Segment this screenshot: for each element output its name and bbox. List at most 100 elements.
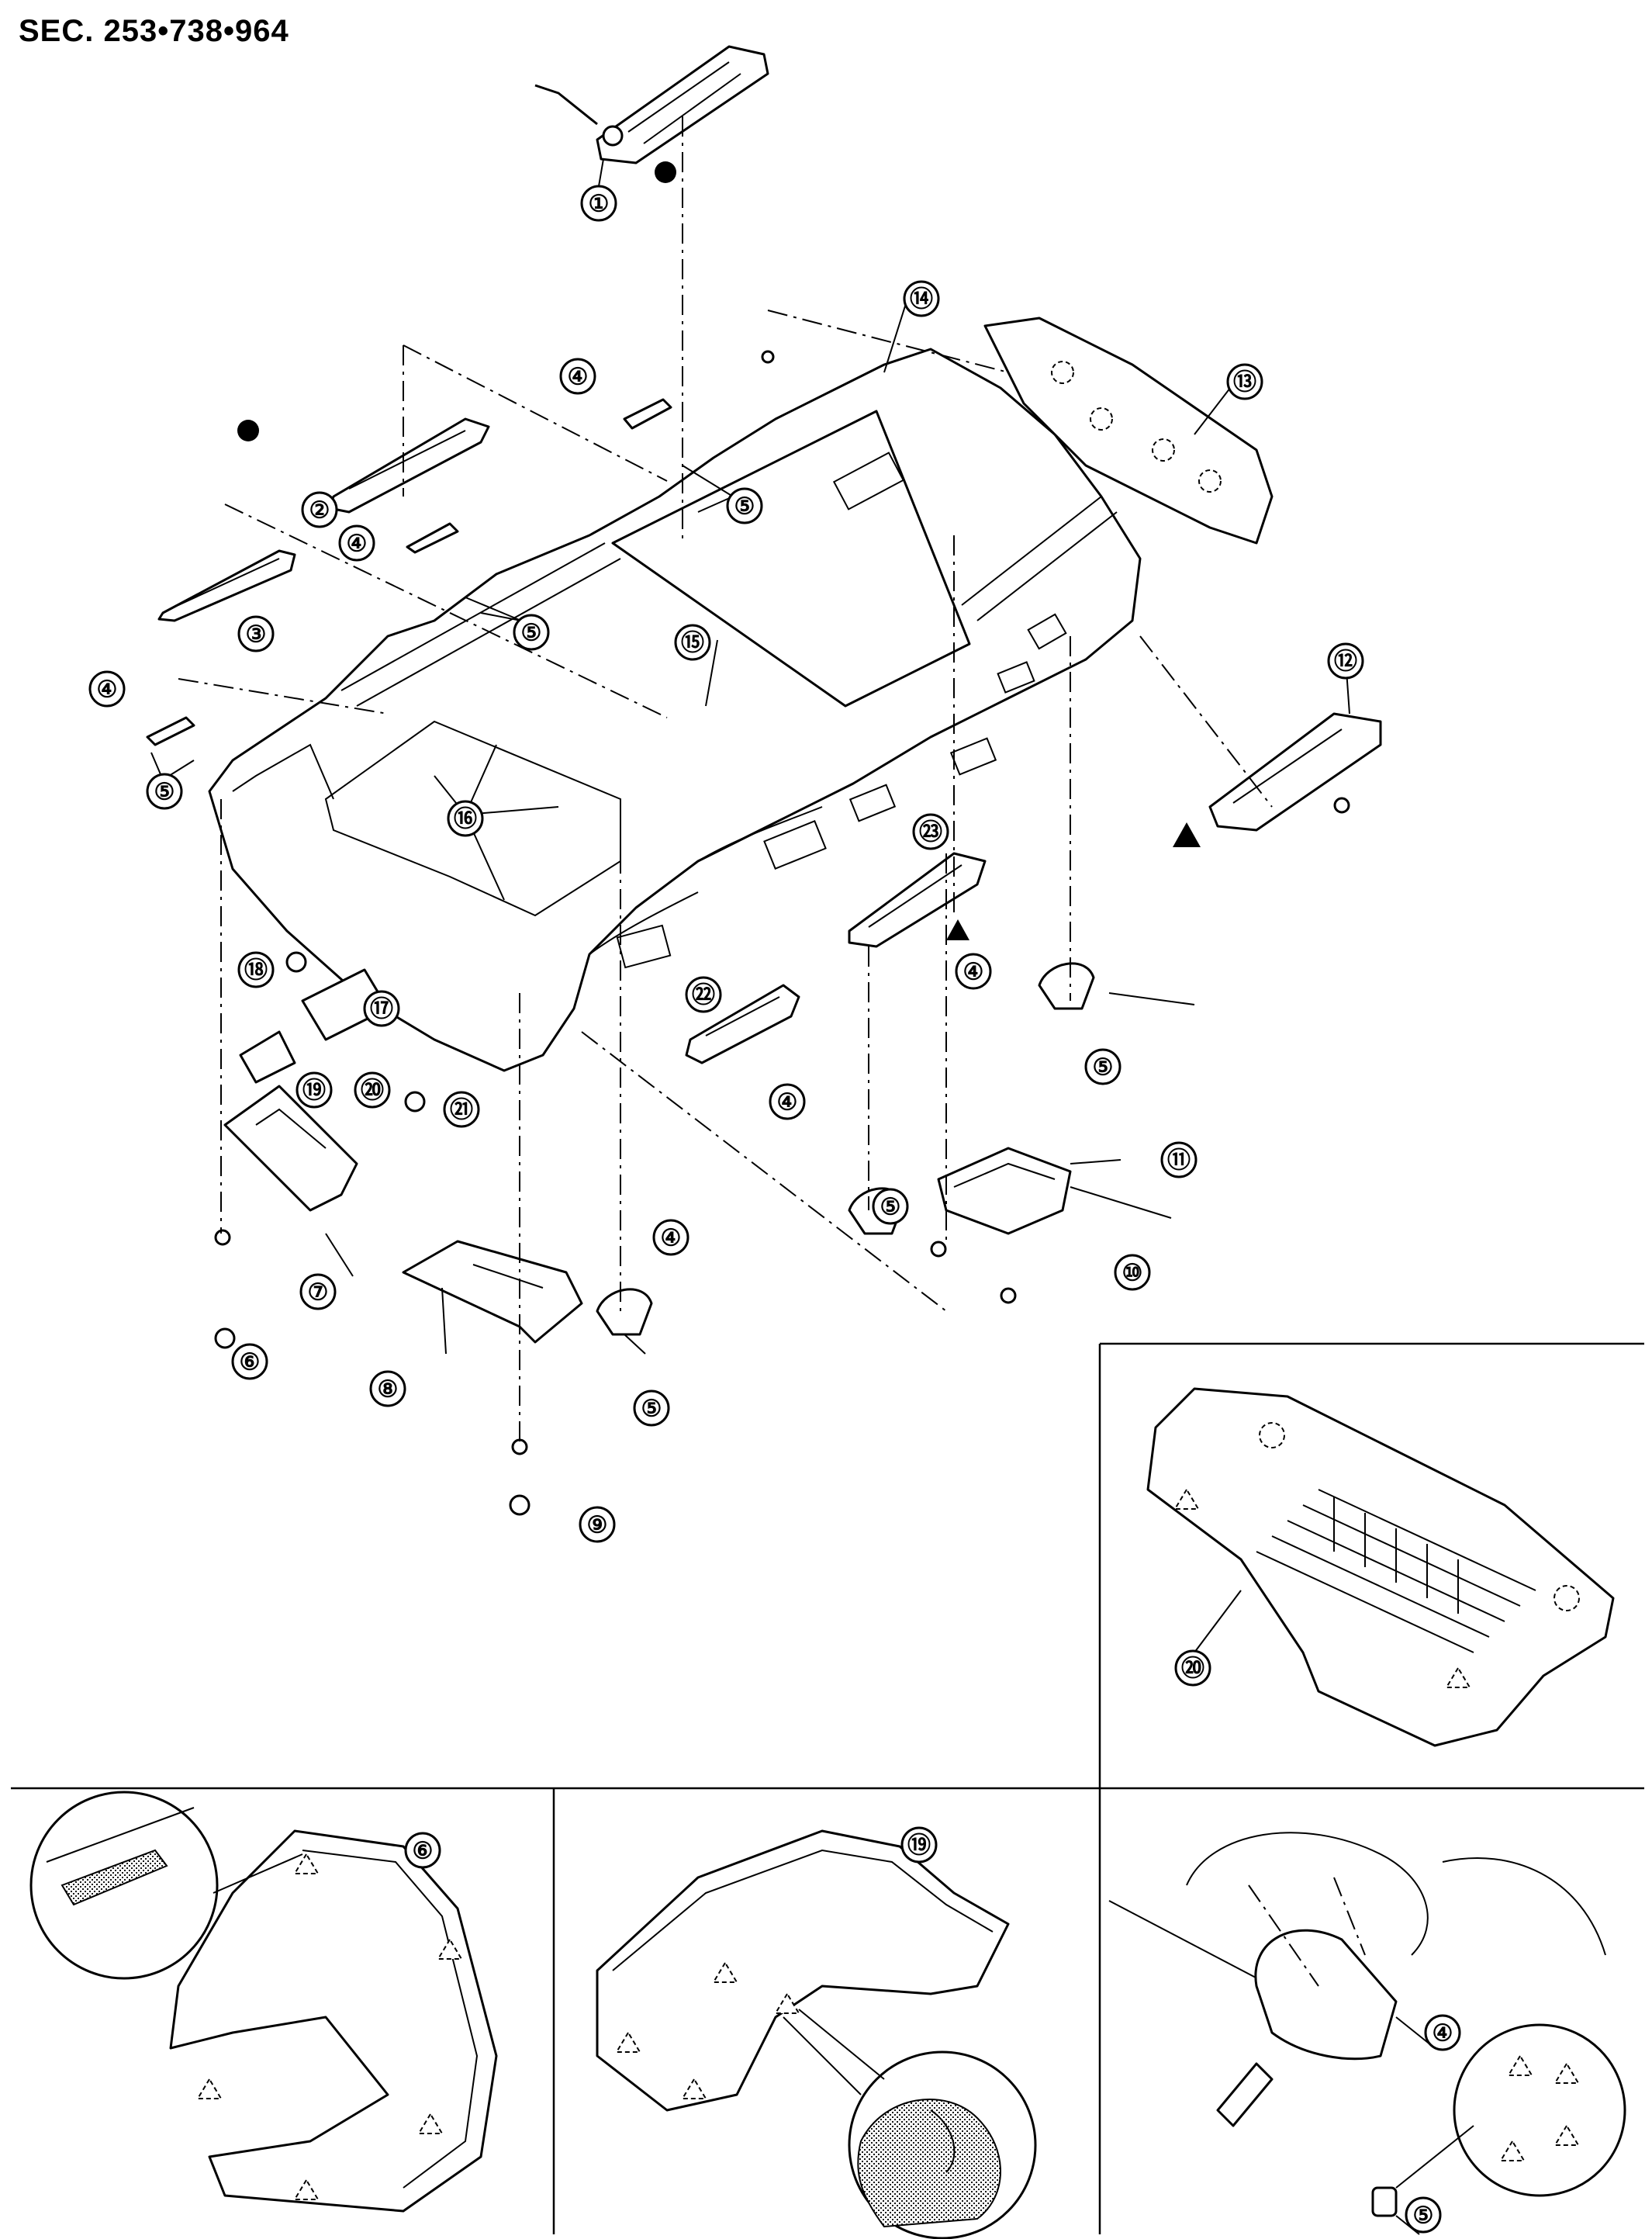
- callout-label: ㉓: [919, 820, 942, 846]
- callout-label: ⑭: [910, 287, 933, 313]
- callout-label: ⑤: [154, 780, 175, 805]
- callout-label: ⑳: [1181, 1656, 1204, 1682]
- part-22: [685, 984, 800, 1064]
- callout-c5d: ⑤: [1084, 1048, 1121, 1085]
- callout-c13: ⑬: [1226, 363, 1263, 400]
- callout-label: ⑨: [587, 1513, 608, 1538]
- callout-label: ㉑: [450, 1098, 473, 1123]
- callout-c7: ⑦: [299, 1273, 337, 1310]
- callout-c16: ⑯: [447, 800, 484, 837]
- callout-label: ④: [777, 1090, 798, 1116]
- callout-c23: ㉓: [912, 813, 949, 850]
- callout-layer: ① ② ③ ④ ④ ④ ④ ④ ④ ④ ⑤ ⑤ ⑤ ⑤ ⑤ ⑤ ⑤ ⑥ ⑥ ⑦ ⑧ ⑨ ⑩ ⑪ ⑫ ⑬ ⑭ ⑮ ⑯ ⑰ ⑱ ⑲ ⑲ ⑳ ⑳ ㉑ ㉒ ㉓: [88, 185, 1461, 2234]
- callout-label: ⑤: [1413, 2203, 1434, 2229]
- callout-label: ⑧: [378, 1377, 399, 1403]
- inset-part-20: [1146, 1387, 1615, 1747]
- callout-c5g: ⑤: [1405, 2196, 1442, 2234]
- callout-label: ②: [309, 498, 330, 524]
- callout-label: ①: [589, 192, 610, 217]
- assembly-lines: [178, 116, 1273, 1443]
- callout-c8: ⑧: [369, 1370, 406, 1407]
- callout-c10: ⑩: [1114, 1254, 1151, 1291]
- callout-c5c: ⑤: [146, 773, 183, 810]
- callout-c19b: ⑲: [900, 1826, 938, 1864]
- callout-label: ㉒: [692, 983, 715, 1009]
- callout-label: ⑤: [521, 621, 542, 646]
- inset-part-4-5: [1108, 1832, 1626, 2235]
- inset-frames: [11, 1342, 1644, 2234]
- callout-c2: ②: [301, 491, 338, 528]
- callout-c12: ⑫: [1327, 642, 1364, 680]
- callout-c6b: ⑥: [404, 1832, 441, 1869]
- part-3: [157, 549, 296, 622]
- filled-triangle-marker: [946, 822, 1201, 940]
- callout-label: ⑳: [361, 1078, 384, 1104]
- callout-label: ⑦: [308, 1280, 329, 1306]
- part-12: [1208, 712, 1382, 832]
- callout-c20b: ⑳: [1174, 1649, 1211, 1687]
- callout-c4d: ④: [955, 953, 992, 990]
- callout-c19a: ⑲: [295, 1071, 333, 1109]
- sun-visor-7: [223, 1085, 358, 1212]
- callout-c5f: ⑤: [633, 1389, 670, 1427]
- callout-label: ⑪: [1167, 1148, 1191, 1174]
- callout-c4g: ④: [1424, 2014, 1461, 2051]
- callout-label: ⑫: [1334, 649, 1357, 675]
- callout-label: ⑱: [244, 958, 268, 984]
- callout-label: ⑰: [370, 997, 393, 1023]
- callout-label: ④: [568, 365, 589, 390]
- callout-c22: ㉒: [685, 976, 722, 1013]
- callout-label: ④: [963, 960, 984, 985]
- callout-c3: ③: [237, 615, 275, 652]
- callout-label: ⑤: [880, 1195, 901, 1220]
- part-23: [848, 852, 987, 948]
- headlining-panel: [208, 348, 1142, 1072]
- inset-part-19: [596, 1829, 1037, 2239]
- leader-lines: [150, 158, 1350, 1355]
- part-10-11: [937, 1147, 1072, 1235]
- callout-c4c: ④: [88, 670, 126, 708]
- callout-label: ④: [347, 531, 368, 557]
- callout-c4b: ④: [338, 524, 375, 562]
- callout-c9: ⑨: [579, 1506, 616, 1543]
- callout-c5e: ⑤: [872, 1188, 909, 1225]
- section-code: SEC. 253•738•964: [19, 14, 289, 48]
- callout-label: ④: [97, 677, 118, 703]
- part-1: [534, 45, 769, 164]
- filled-circle-marker: [237, 161, 676, 441]
- callout-label: ④: [1433, 2021, 1453, 2047]
- callout-label: ⑯: [454, 807, 477, 832]
- callout-c21: ㉑: [443, 1091, 480, 1128]
- inset-part-6: [29, 1791, 498, 2213]
- callout-c17: ⑰: [363, 990, 400, 1027]
- part-2: [328, 417, 490, 514]
- callout-c6a: ⑥: [231, 1343, 268, 1380]
- callout-label: ⑥: [413, 1839, 434, 1864]
- callout-c5b: ⑤: [513, 614, 550, 651]
- callout-c11: ⑪: [1160, 1141, 1198, 1178]
- callout-label: ⑮: [681, 631, 704, 656]
- part-13: [983, 317, 1274, 545]
- callout-c4f: ④: [652, 1219, 689, 1256]
- callout-c4a: ④: [559, 358, 596, 395]
- callout-label: ⑬: [1233, 370, 1256, 396]
- callout-label: ④: [661, 1226, 682, 1251]
- callout-label: ⑤: [1093, 1055, 1114, 1081]
- callout-c5a: ⑤: [726, 487, 763, 524]
- callout-label: ⑩: [1122, 1261, 1143, 1286]
- callout-c18: ⑱: [237, 951, 275, 988]
- fasteners: [214, 350, 1350, 1516]
- callout-c20a: ⑳: [354, 1071, 391, 1109]
- callout-c4e: ④: [769, 1083, 806, 1120]
- callout-label: ⑲: [302, 1078, 326, 1104]
- callout-label: ⑤: [734, 494, 755, 520]
- callout-c1: ①: [580, 185, 617, 222]
- sun-visor-8: [402, 1240, 583, 1344]
- callout-label: ⑲: [907, 1833, 931, 1859]
- callout-label: ⑥: [240, 1350, 261, 1376]
- callout-label: ⑤: [641, 1396, 662, 1422]
- callout-c14: ⑭: [903, 280, 940, 317]
- callout-c15: ⑮: [674, 624, 711, 661]
- callout-label: ③: [246, 622, 267, 648]
